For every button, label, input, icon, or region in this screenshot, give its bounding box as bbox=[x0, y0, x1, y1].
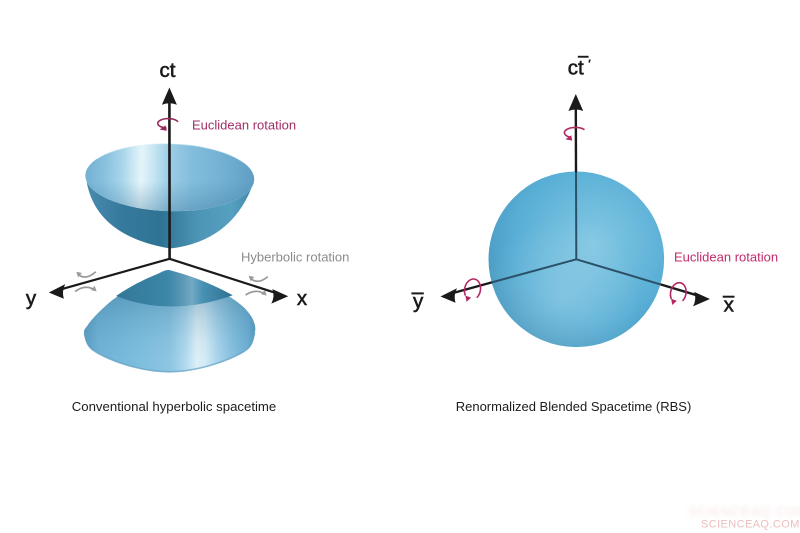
svg-text:′: ′ bbox=[588, 58, 591, 72]
svg-text:Euclidean rotation: Euclidean rotation bbox=[674, 250, 778, 265]
svg-text:x: x bbox=[724, 293, 735, 316]
svg-text:Renormalized Blended Spacetime: Renormalized Blended Spacetime (RBS) bbox=[456, 399, 692, 414]
svg-text:Euclidean rotation: Euclidean rotation bbox=[192, 118, 296, 133]
svg-text:x: x bbox=[297, 287, 308, 310]
svg-text:Conventional hyperbolic spacet: Conventional hyperbolic spacetime bbox=[72, 399, 277, 414]
svg-text:SCIENCEAQ.COM: SCIENCEAQ.COM bbox=[701, 519, 800, 531]
svg-text:y: y bbox=[26, 287, 37, 310]
svg-text:SCIENCEAQ.COM: SCIENCEAQ.COM bbox=[688, 504, 800, 519]
svg-text:ct: ct bbox=[568, 57, 584, 80]
svg-text:Hyberbolic rotation: Hyberbolic rotation bbox=[241, 250, 349, 265]
svg-text:y: y bbox=[413, 290, 424, 313]
svg-text:ct: ct bbox=[160, 59, 176, 82]
